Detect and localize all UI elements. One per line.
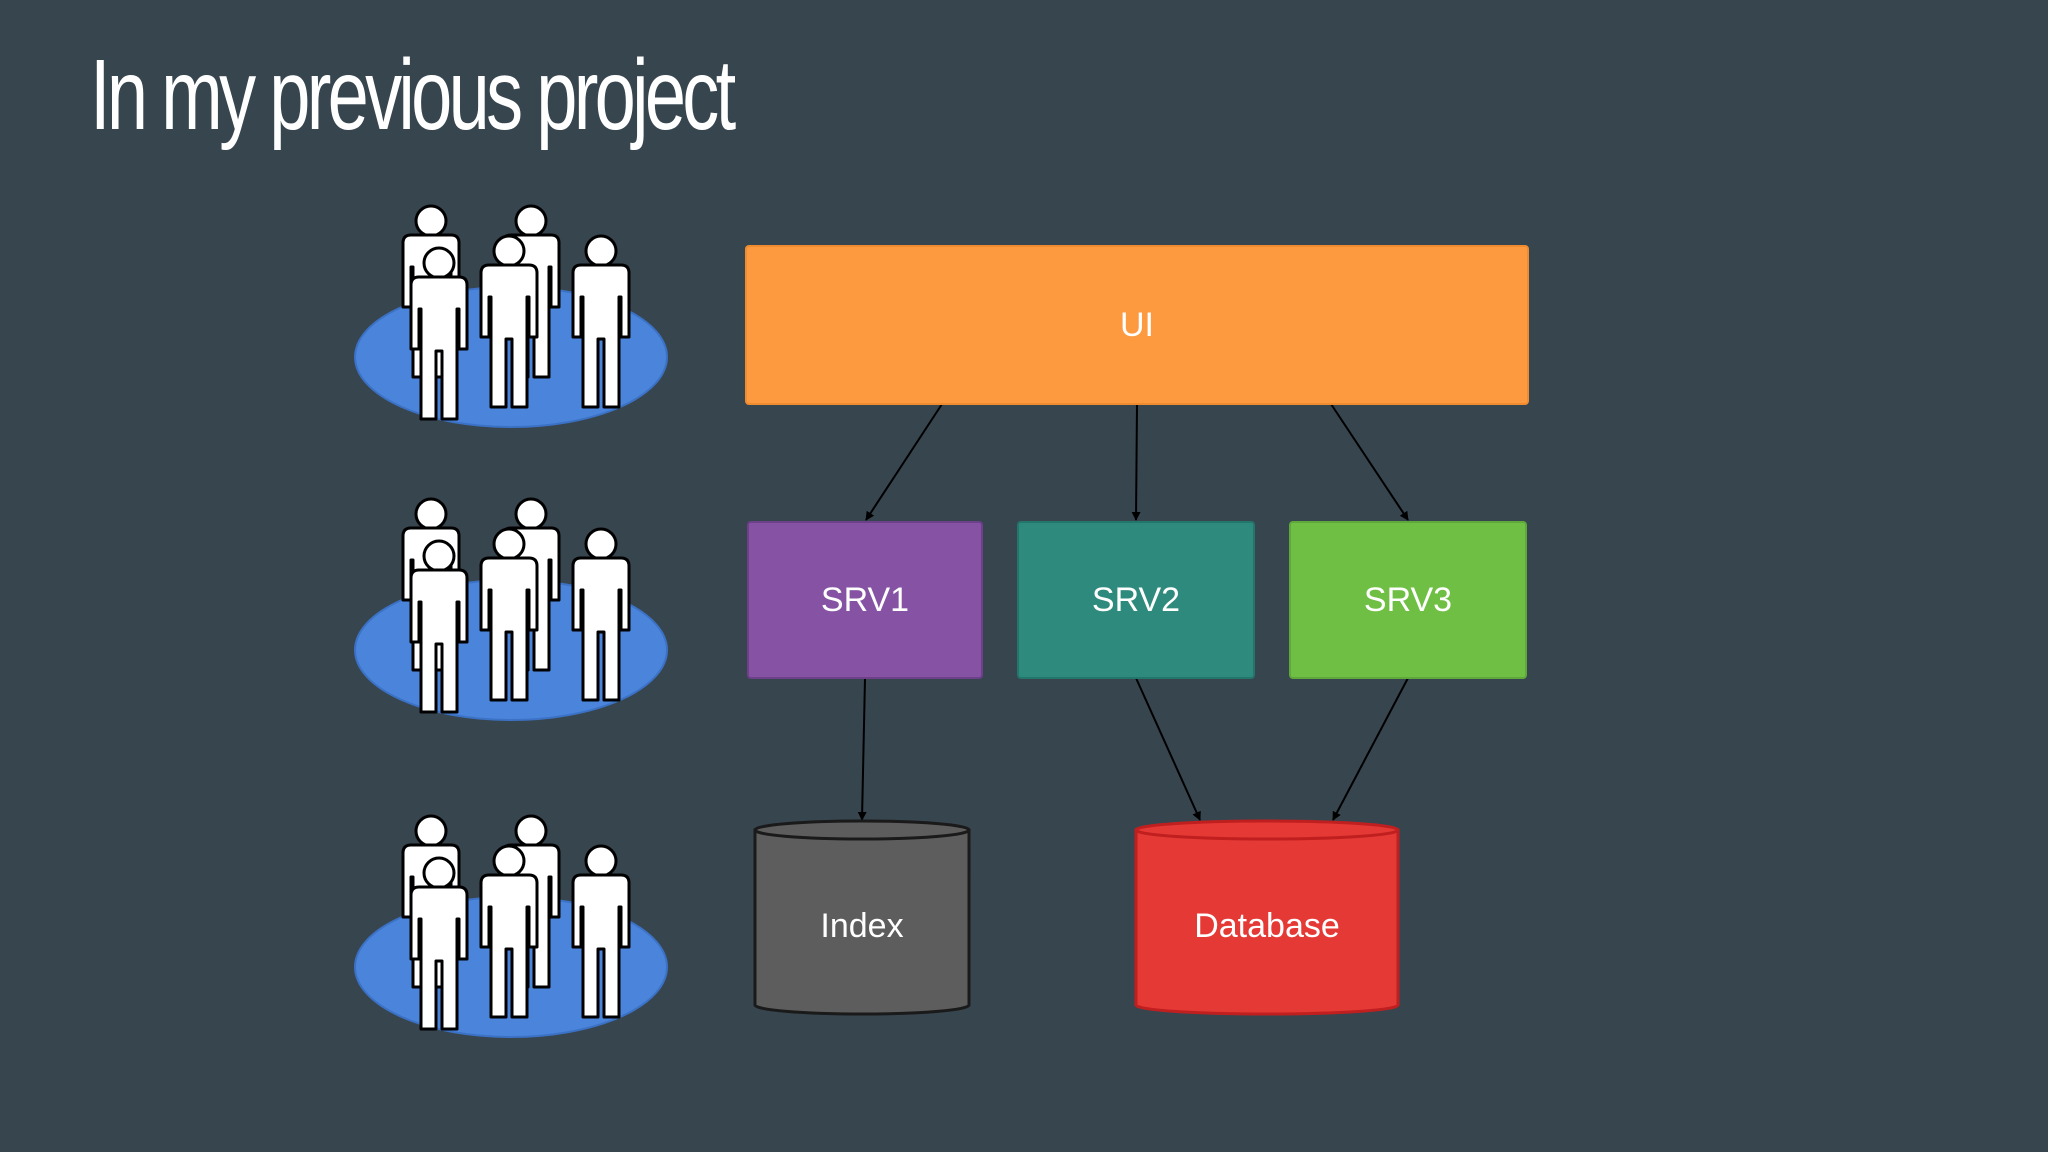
database-node[interactable]: Database — [1134, 819, 1400, 1016]
srv2-node[interactable]: SRV2 — [1017, 521, 1255, 679]
edge-srv1-index — [857, 677, 867, 821]
srv1-node[interactable]: SRV1 — [747, 521, 983, 679]
index-cylinder-body — [753, 828, 971, 1016]
user-group-bottom — [355, 816, 667, 1037]
index-node[interactable]: Index — [753, 819, 971, 1016]
people-group-icon — [355, 816, 667, 1037]
srv2-box — [1017, 521, 1255, 679]
database-label: Database — [1194, 907, 1340, 945]
ui-node[interactable]: UI — [745, 245, 1529, 405]
edge-srv3-database — [1332, 677, 1409, 821]
ui-label: UI — [1120, 306, 1154, 344]
srv3-label: SRV3 — [1364, 581, 1452, 619]
index-label: Index — [820, 907, 903, 945]
edge-ui-srv2 — [1131, 403, 1141, 521]
srv1-box — [747, 521, 983, 679]
srv2-label: SRV2 — [1092, 581, 1180, 619]
user-group-middle — [355, 499, 667, 720]
srv3-node[interactable]: SRV3 — [1289, 521, 1527, 679]
people-group-icon — [355, 499, 667, 720]
edge-ui-srv1 — [865, 403, 943, 521]
srv3-box — [1289, 521, 1527, 679]
srv1-label: SRV1 — [821, 581, 909, 619]
index-cylinder-top — [753, 819, 971, 841]
database-cylinder-top — [1134, 819, 1400, 841]
edge-srv2-database — [1135, 677, 1201, 821]
edge-ui-srv3 — [1330, 403, 1409, 521]
people-group-icon — [355, 206, 667, 427]
user-group-top — [355, 206, 667, 427]
edges — [857, 403, 1409, 821]
database-cylinder-body — [1134, 828, 1400, 1016]
ui-box — [745, 245, 1529, 405]
slide-title: In my previous project — [90, 39, 736, 151]
